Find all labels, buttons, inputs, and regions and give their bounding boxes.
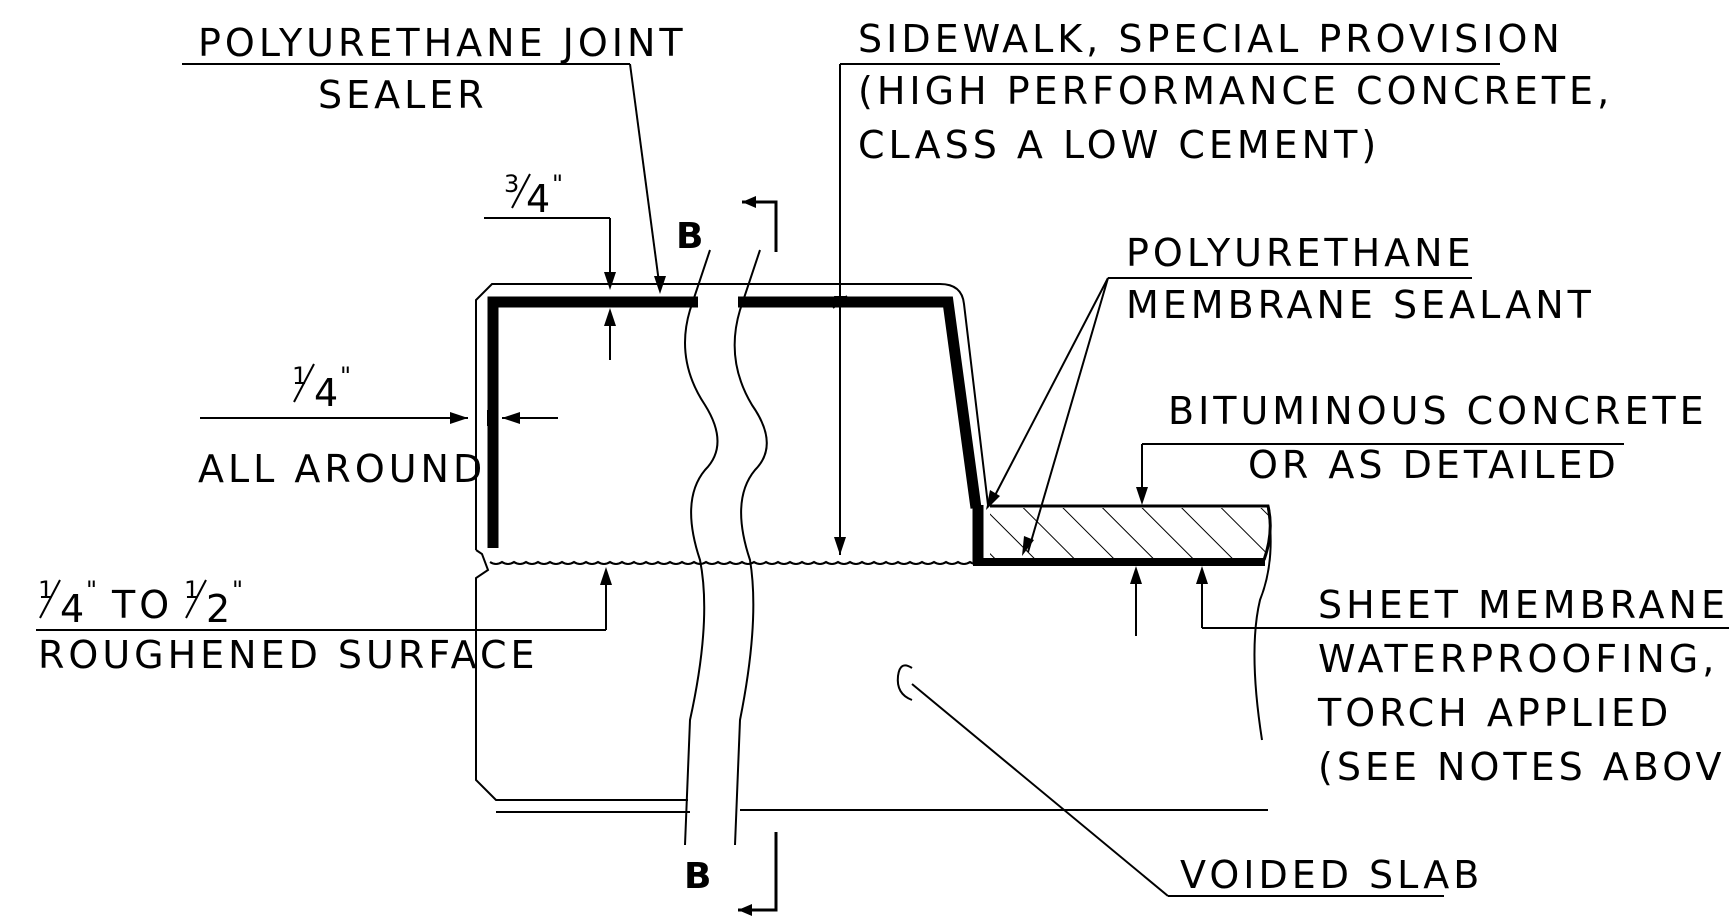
section-mark-bottom-label: B	[684, 856, 711, 897]
membrane-sealant-label-line1: POLYURETHANE	[1126, 231, 1475, 275]
dim-rough-to-word: TO	[111, 583, 173, 627]
sidewalk-label-line3: CLASS A LOW CEMENT)	[858, 123, 1380, 167]
dim-rough-max-inch: "	[232, 576, 243, 604]
dim-roughened-range: 1 4 " TO 1 2 "	[38, 576, 243, 631]
dim-quarter-all-around: 1 4 "	[292, 362, 351, 415]
joint-sealer-label-line1: POLYURETHANE JOINT	[198, 21, 687, 65]
dim-rough-min-num: 1	[38, 576, 53, 604]
dim-quarter-inch: "	[340, 362, 351, 390]
sheet-membrane-label-line1: SHEET MEMBRANE	[1318, 583, 1729, 627]
roughened-surface-line	[489, 560, 983, 565]
membrane-sealant-label-line2: MEMBRANE SEALANT	[1126, 283, 1595, 327]
dim-rough-max-den: 2	[206, 587, 230, 631]
all-around-label: ALL AROUND	[198, 447, 486, 491]
leaders	[36, 63, 1729, 897]
bituminous-concrete-hatch	[990, 504, 1272, 565]
dim-three-quarter: 3 4 "	[504, 170, 563, 221]
section-break-lines	[684, 249, 768, 846]
dim-three-quarter-den: 4	[526, 177, 550, 221]
dim-rough-max-num: 1	[184, 576, 199, 604]
sidewalk-label-line2: (HIGH PERFORMANCE CONCRETE,	[858, 69, 1613, 113]
sheet-membrane-label-line2: WATERPROOFING,	[1318, 637, 1718, 681]
bituminous-label-line2: OR AS DETAILED	[1248, 443, 1620, 487]
dim-rough-min-inch: "	[86, 576, 97, 604]
dim-rough-min-den: 4	[60, 587, 84, 631]
sheet-membrane-label-line4: (SEE NOTES ABOVE)	[1318, 745, 1729, 789]
dim-three-quarter-num: 3	[504, 170, 519, 198]
annotation-text: POLYURETHANE JOINT SEALER SIDEWALK, SPEC…	[38, 17, 1729, 897]
dim-quarter-num: 1	[292, 362, 307, 390]
voided-slab-label: VOIDED SLAB	[1180, 853, 1483, 897]
roughened-surface-label: ROUGHENED SURFACE	[38, 633, 539, 677]
joint-sealer-label-line2: SEALER	[318, 73, 488, 117]
sheet-membrane-label-line3: TORCH APPLIED	[1317, 691, 1672, 735]
bituminous-label-line1: BITUMINOUS CONCRETE	[1168, 389, 1708, 433]
section-mark-bottom: B	[684, 832, 778, 916]
dim-three-quarter-inch: "	[552, 170, 563, 198]
section-mark-top-label: B	[676, 216, 703, 257]
sidewalk-label-line1: SIDEWALK, SPECIAL PROVISION	[858, 17, 1564, 61]
voided-slab-outline	[475, 283, 1272, 813]
section-mark-top: B	[676, 196, 778, 257]
dim-quarter-den: 4	[314, 371, 338, 415]
